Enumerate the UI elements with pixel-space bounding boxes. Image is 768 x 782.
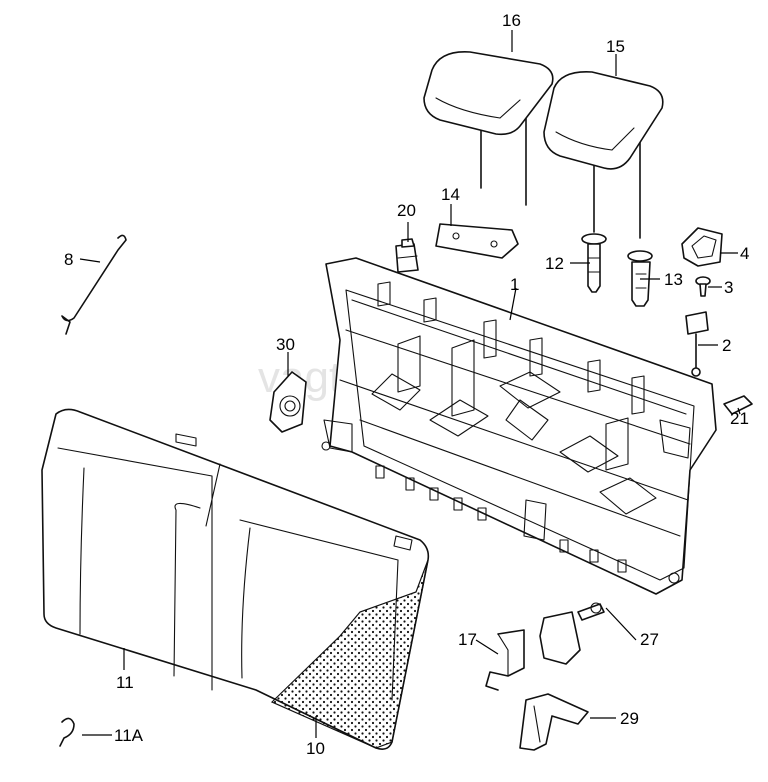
seat-padding-10 [270, 559, 429, 749]
callout-27: 27 [640, 630, 659, 649]
callout-16: 16 [502, 11, 521, 30]
headrest-15 [543, 71, 664, 239]
backrest-frame-1 [321, 257, 717, 595]
callout-10: 10 [306, 739, 325, 758]
spring-wire-8 [61, 234, 127, 335]
release-lever-29 [519, 693, 589, 751]
clip-20 [395, 238, 419, 273]
callout-4: 4 [740, 244, 749, 263]
bracket-17 [485, 629, 525, 691]
trim-plate-14 [435, 223, 519, 259]
callout-12: 12 [545, 254, 564, 273]
callout-13: 13 [664, 270, 683, 289]
callout-11: 11 [116, 673, 134, 692]
callout-1: 1 [510, 275, 519, 294]
headrest-16 [423, 51, 554, 206]
callout-20: 20 [397, 201, 416, 220]
callout-29: 29 [620, 709, 639, 728]
guide-sleeve-13 [627, 250, 653, 307]
callout-11a: 11A [114, 726, 144, 745]
lock-2 [685, 311, 709, 377]
callout-labels: 16 15 14 20 12 13 4 3 2 21 1 30 8 11A 11… [64, 11, 749, 758]
callout-15: 15 [606, 37, 625, 56]
guide-sleeve-12 [581, 233, 607, 293]
leader-lines [79, 30, 741, 738]
callout-30: 30 [276, 335, 295, 354]
callout-2: 2 [722, 336, 731, 355]
plate-27 [539, 602, 605, 665]
screw-3 [695, 276, 711, 297]
cap-21 [723, 395, 753, 415]
release-bezel-30 [269, 371, 307, 433]
callout-14: 14 [441, 185, 460, 204]
release-latch-4 [681, 227, 723, 267]
callout-17: 17 [458, 630, 477, 649]
callout-3: 3 [724, 278, 733, 297]
callout-8: 8 [64, 250, 73, 269]
callout-21: 21 [730, 409, 749, 428]
clip-11a [59, 717, 75, 747]
